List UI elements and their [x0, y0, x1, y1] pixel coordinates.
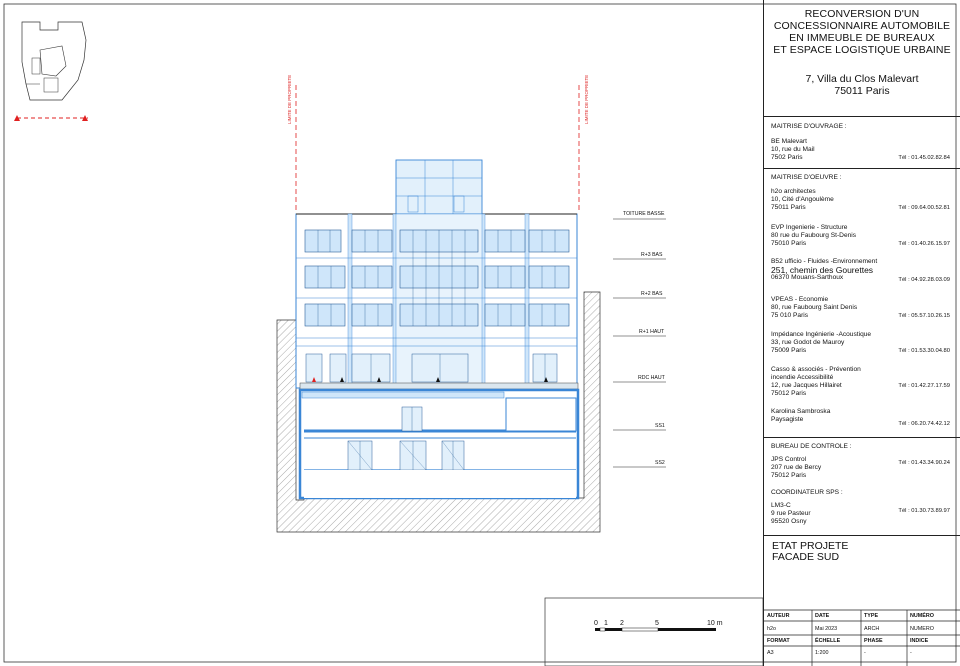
level-label-r2: R+2 BAS: [641, 291, 663, 297]
oeuvre-tel: Tél : 06.20.74.42.12: [898, 421, 950, 427]
property-limit-label-left: LIMITE DE PROPRIETE: [287, 74, 292, 124]
oeuvre-entry: Casso & associés - Prévention incendie A…: [771, 366, 861, 397]
cartouche-header-date: DATE: [815, 613, 830, 619]
scale-tick: 2: [620, 620, 624, 627]
cartouche-value-format: A3: [767, 650, 774, 656]
level-label-r3: R+3 BAS: [641, 252, 663, 258]
level-label-rdc: RDC HAUT: [638, 375, 665, 381]
oeuvre-entry: Impédance Ingénierie -Acoustique 33, rue…: [771, 331, 872, 354]
cartouche: AUTEUR DATE TYPE NUMÉRO h2o Mai 2023 ARC…: [763, 610, 960, 666]
maitrise-oeuvre-heading: MAITRISE D'OEUVRE :: [771, 174, 842, 181]
sps-entry: LM3-C 9 rue Pasteur 95520 Osny: [771, 502, 811, 525]
cartouche-value-date: Mai 2023: [815, 626, 838, 632]
oeuvre-tel: Tél : 05.57.10.26.15: [898, 313, 950, 319]
cartouche-header-echelle: ÉCHELLE: [815, 638, 841, 644]
cartouche-header-format: FORMAT: [767, 638, 790, 644]
oeuvre-tel: Tél : 01.40.26.15.97: [898, 241, 950, 247]
project-title-line: EN IMMEUBLE DE BUREAUX: [789, 32, 935, 44]
cartouche-value-indice: -: [910, 650, 912, 656]
sps-tel: Tél : 01.30.73.89.97: [898, 508, 950, 514]
sheet-title: ETAT PROJETE FACADE SUD: [772, 540, 849, 563]
scale-box: [544, 597, 764, 666]
controle-tel: Tél : 01.43.34.90.24: [898, 460, 950, 466]
scale-tick: 5: [655, 620, 659, 627]
oeuvre-tel: Tél : 04.92.28.03.09: [898, 277, 950, 283]
cartouche-value-phase: -: [864, 650, 866, 656]
level-label-ss1: SS1: [655, 423, 665, 429]
oeuvre-tel: Tél : 09.64.00.52.81: [898, 205, 950, 211]
oeuvre-entry: B52 ufficio - Fluides -Environnement 251…: [771, 258, 878, 281]
title-block: RECONVERSION D'UN CONCESSIONNAIRE AUTOMO…: [763, 0, 960, 666]
ouvrage-tel: Tél : 01.45.02.82.84: [898, 155, 950, 161]
level-label-ss2: SS2: [655, 460, 665, 466]
ouvrage-entry: BE Malevart 10, rue du Mail 7502 Paris: [771, 138, 815, 161]
cartouche-value-numero: NUMERO: [910, 626, 934, 632]
cartouche-value-auteur: h2o: [767, 626, 776, 632]
bureau-controle-heading: BUREAU DE CONTROLE :: [771, 443, 852, 450]
oeuvre-entry: h2o architectes 10, Cité d'Angoulème 750…: [771, 188, 834, 211]
project-title-line: CONCESSIONNAIRE AUTOMOBILE: [773, 20, 951, 32]
property-limit-label-right: LIMITE DE PROPRIETE: [584, 74, 589, 124]
oeuvre-tel: Tél : 01.53.30.04.80: [898, 348, 950, 354]
key-plan: [14, 21, 88, 121]
oeuvre-entry: VPEAS - Economie 80, rue Faubourg Saint …: [771, 296, 858, 319]
project-title-line: ET ESPACE LOGISTIQUE URBAINE: [773, 44, 951, 56]
scale-bar: [595, 627, 716, 632]
project-address-line: 7, Villa du Clos Malevart: [805, 73, 919, 85]
oeuvre-entry: Karolina Sambroska Paysagiste: [771, 408, 831, 423]
cartouche-grid: [763, 609, 960, 666]
scale-tick: 0: [594, 620, 598, 627]
controle-entry: JPS Control 207 rue de Bercy 75012 Paris: [771, 456, 822, 479]
oeuvre-tel: Tél : 01.42.27.17.59: [898, 383, 950, 389]
sheet-frame: [3, 3, 957, 663]
cartouche-value-echelle: 1:200: [815, 650, 829, 656]
cartouche-header-auteur: AUTEUR: [767, 613, 790, 619]
building-upper: [295, 159, 578, 389]
cartouche-value-type: ARCH: [864, 626, 880, 632]
cartouche-header-indice: INDICE: [910, 638, 929, 644]
level-lines: [613, 218, 666, 468]
cartouche-header-type: TYPE: [864, 613, 879, 619]
scale-tick: 10 m: [707, 620, 723, 627]
coordinateur-sps-heading: COORDINATEUR SPS :: [771, 489, 843, 496]
cartouche-header-numero: NUMÉRO: [910, 613, 934, 619]
cartouche-header-phase: PHASE: [864, 638, 883, 644]
basement: [298, 388, 580, 500]
project-address-line: 75011 Paris: [834, 85, 890, 97]
level-label-toiture-basse: TOITURE BASSE: [623, 211, 665, 217]
project-title-line: RECONVERSION D'UN: [804, 8, 920, 20]
maitrise-ouvrage-heading: MAITRISE D'OUVRAGE :: [771, 123, 847, 130]
scale-tick: 1: [604, 620, 608, 627]
level-label-r1: R+1 HAUT: [639, 329, 665, 335]
oeuvre-entry: EVP Ingenierie - Structure 80 rue du Fau…: [771, 224, 857, 247]
